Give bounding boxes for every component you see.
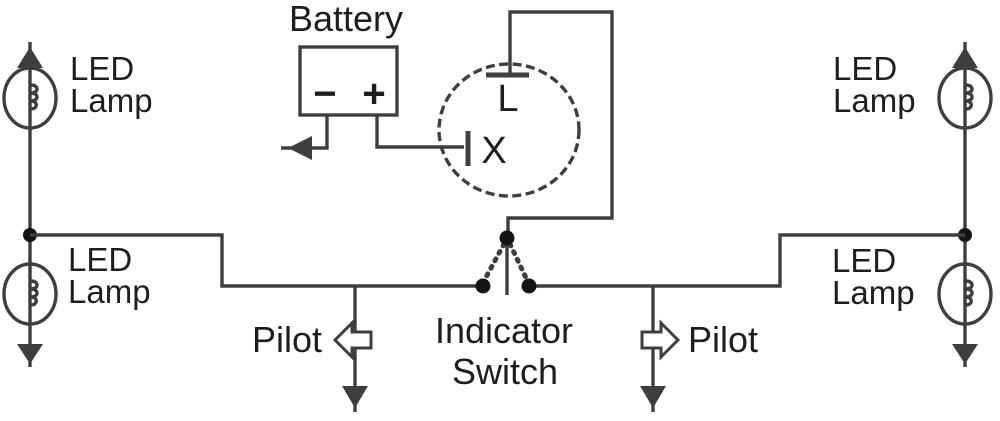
pilot-right: Pilot [640, 286, 758, 412]
led-lamp-top-left-label-line2: Lamp [70, 82, 153, 119]
switch-throw-right [507, 241, 530, 283]
ground-arrow-down-icon [952, 344, 978, 364]
led-lamp-bottom-left-symbol [2, 262, 58, 326]
left-lamp-assembly: LED Lamp LED Lamp [2, 42, 153, 367]
ground-arrow-up-icon [952, 47, 978, 68]
pilot-left: Pilot [252, 286, 373, 412]
switch-right-contact [521, 278, 537, 294]
led-lamp-top-left-symbol [2, 66, 58, 130]
battery-negative-terminal: − [313, 72, 336, 116]
battery-label: Battery [289, 0, 403, 39]
battery-positive-wire [375, 115, 464, 149]
led-lamp-bottom-left-label-line2: Lamp [68, 273, 151, 310]
terminal-x-label: X [481, 130, 506, 172]
switch-left-contact [475, 278, 491, 294]
battery-symbol [298, 45, 399, 117]
switch-common-contact [499, 230, 515, 246]
led-lamp-top-right-label-line1: LED [833, 50, 897, 87]
ground-arrow-up-icon [17, 47, 43, 68]
led-lamp-bottom-left-label-line1: LED [68, 241, 132, 278]
lamp-filament-icon [964, 279, 974, 307]
pilot-right-arrow-icon [640, 319, 681, 361]
lamp-filament-icon [29, 83, 39, 111]
indicator-switch-label-line2: Switch [452, 351, 558, 392]
ground-arrow-down-icon [640, 386, 666, 408]
flasher-relay: L X [437, 10, 614, 237]
pilot-left-label: Pilot [252, 319, 322, 360]
lamp-filament-icon [29, 279, 39, 307]
right-lamp-assembly: LED Lamp LED Lamp [832, 42, 993, 367]
indicator-switch-label-line1: Indicator [435, 310, 573, 351]
led-lamp-bottom-right-label-line2: Lamp [832, 274, 915, 311]
led-lamp-top-right-label-line2: Lamp [833, 82, 916, 119]
lamp-filament-icon [964, 83, 974, 111]
flasher-relay-symbol [437, 62, 581, 198]
ground-arrow-left-icon [288, 136, 312, 160]
terminal-l-label: L [497, 78, 518, 120]
battery-positive-terminal: + [362, 72, 385, 116]
pilot-left-arrow-icon [332, 319, 373, 361]
switch-throw-left [482, 241, 507, 282]
ground-arrow-down-icon [17, 344, 43, 364]
flasher-output-wire [506, 10, 614, 237]
indicator-switch: Indicator Switch [435, 230, 573, 392]
left-bus-wire [30, 233, 482, 288]
battery: Battery − + [281, 0, 464, 160]
led-lamp-top-left-label-line1: LED [70, 50, 134, 87]
ground-arrow-down-icon [342, 386, 368, 408]
led-lamp-bottom-right-symbol [937, 262, 993, 326]
led-lamp-top-right-symbol [937, 66, 993, 130]
pilot-right-label: Pilot [688, 319, 758, 360]
led-lamp-bottom-right-label-line1: LED [832, 242, 896, 279]
